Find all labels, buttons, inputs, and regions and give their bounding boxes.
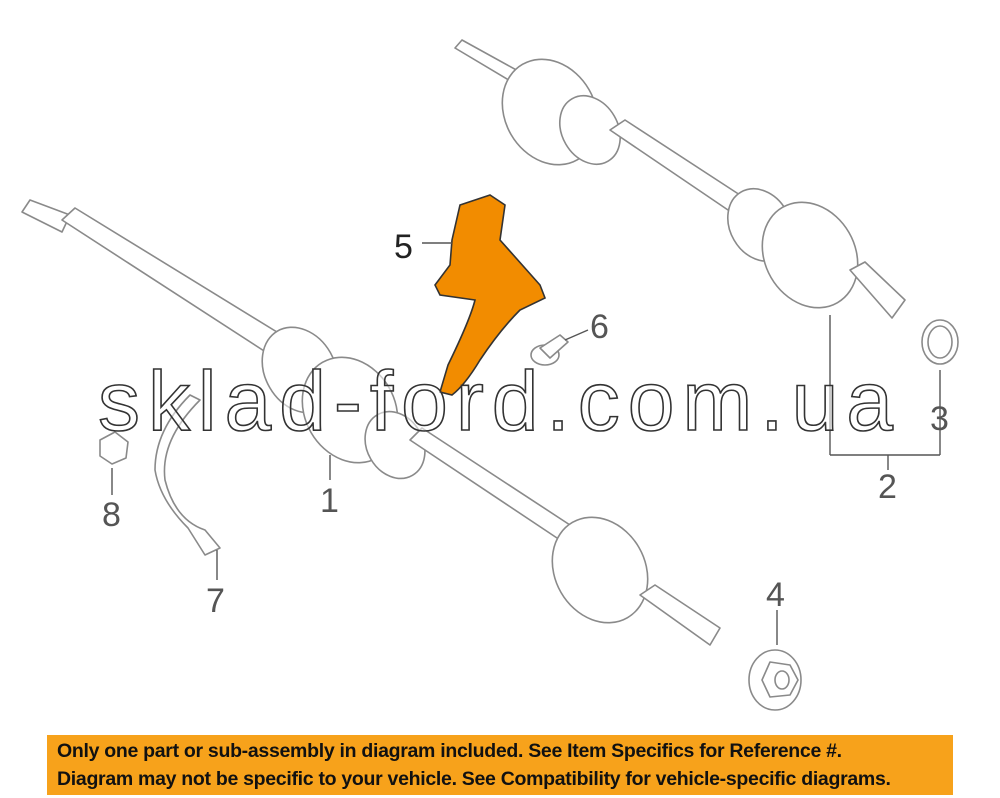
bolt-6 bbox=[530, 334, 569, 366]
disclaimer-banner: Only one part or sub-assembly in diagram… bbox=[47, 735, 953, 795]
watermark: sklad-ford.com.ua bbox=[98, 354, 893, 448]
callout-5: 5 bbox=[394, 228, 413, 266]
nut-8 bbox=[99, 431, 129, 465]
bracket-strap-7 bbox=[154, 394, 221, 556]
hub-nut-4 bbox=[748, 649, 802, 711]
callout-6: 6 bbox=[590, 308, 609, 346]
disclaimer-line-1: Only one part or sub-assembly in diagram… bbox=[57, 740, 842, 762]
leader-lines bbox=[111, 242, 941, 645]
axle-shaft-2 bbox=[454, 39, 906, 319]
callout-8: 8 bbox=[102, 496, 121, 534]
heat-shield-bracket-5 bbox=[434, 194, 547, 396]
callout-3: 3 bbox=[930, 400, 949, 438]
callout-1: 1 bbox=[320, 482, 339, 520]
axle-shaft-1 bbox=[21, 199, 721, 646]
callout-4: 4 bbox=[766, 576, 785, 614]
disclaimer-line-2: Diagram may not be specific to your vehi… bbox=[57, 768, 891, 790]
callout-7: 7 bbox=[206, 582, 225, 620]
callout-2: 2 bbox=[878, 468, 897, 506]
